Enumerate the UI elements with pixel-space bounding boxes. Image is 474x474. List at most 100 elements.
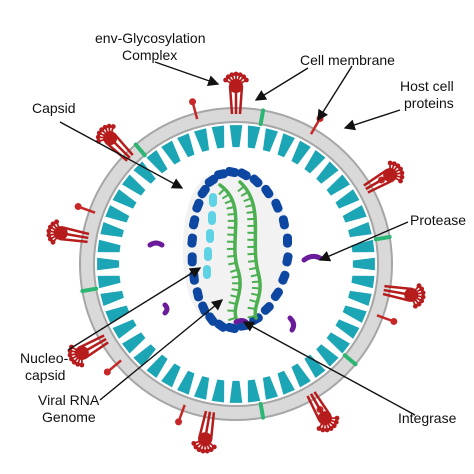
rna-base [245, 204, 254, 208]
host-protein-head [103, 368, 111, 376]
rna-base [249, 266, 258, 271]
matrix-protein [262, 376, 278, 400]
env-glycoprotein-spikes [46, 71, 426, 454]
rna-base [231, 288, 240, 292]
capsid-segment [270, 287, 283, 302]
matrix-protein [277, 370, 295, 395]
rna-base [250, 273, 259, 278]
rna-base [224, 199, 233, 205]
matrix-protein [291, 140, 311, 165]
rna-base [246, 210, 255, 214]
matrix-protein [211, 125, 225, 149]
matrix-protein [247, 125, 261, 149]
matrix-protein [342, 305, 367, 323]
matrix-protein [316, 161, 339, 184]
label-protease: Protease [410, 212, 467, 228]
matrix-protein [277, 133, 295, 158]
matrix-protein [161, 363, 181, 388]
matrix-protein [177, 133, 195, 158]
capsid-segment [278, 270, 290, 285]
nucleocapsid-protein [204, 247, 212, 261]
host-protein-green [258, 108, 266, 127]
matrix-protein [122, 174, 146, 196]
pointer-lines [59, 61, 416, 416]
matrix-protein [247, 379, 261, 403]
label-cell-membrane: Cell membrane [300, 52, 395, 68]
capsid-segment [214, 319, 228, 332]
matrix-protein [351, 239, 375, 253]
matrix-protein [304, 354, 326, 378]
rna-base [227, 254, 236, 258]
viral-rna-genome [218, 180, 262, 322]
capsid-segment [187, 233, 198, 248]
rna-base [227, 212, 236, 216]
matrix-protein [211, 379, 225, 403]
matrix-protein [177, 370, 195, 395]
label-env-glyco-1: env-Glycosylation [95, 30, 206, 46]
matrix-protein [161, 140, 181, 165]
capsid-segment [204, 174, 219, 188]
host-protein-green [373, 234, 392, 242]
rna-base [247, 259, 257, 263]
env-spike [363, 160, 405, 194]
host-protein-green [80, 286, 99, 294]
capsid-segment [260, 301, 274, 315]
matrix-protein [291, 363, 311, 388]
label-env-glyco-2: Complex [122, 47, 178, 63]
matrix-protein-ring [97, 125, 375, 403]
env-spike [95, 123, 134, 162]
label-integrase: Integrase [398, 410, 457, 426]
matrix-protein [316, 344, 339, 367]
rna-base [251, 292, 260, 297]
host-protein-head [74, 203, 82, 211]
capsid-segment [192, 287, 204, 302]
matrix-protein [351, 275, 375, 289]
matrix-protein [229, 380, 243, 403]
label-capsid: Capsid [32, 100, 76, 116]
matrix-protein [262, 128, 278, 152]
host-protein-head [189, 98, 197, 106]
rna-base [226, 206, 235, 210]
capsid-segment [249, 174, 263, 188]
rna-base [247, 314, 256, 319]
capsid-segment [237, 168, 251, 181]
matrix-protein [352, 257, 375, 271]
rna-base [230, 294, 239, 299]
matrix-protein [146, 354, 168, 378]
capsid-segment [192, 198, 204, 213]
matrix-protein [97, 257, 120, 271]
matrix-protein [105, 305, 130, 323]
matrix-protein [229, 125, 243, 148]
rna-base [251, 286, 261, 290]
nucleocapsid [203, 193, 217, 279]
nucleocapsid-protein [203, 265, 211, 279]
matrix-protein [342, 205, 367, 223]
capsid-segment [271, 198, 283, 213]
host-protein-green [258, 401, 266, 420]
capsid-segment [283, 233, 292, 248]
capsid-segment [261, 184, 274, 199]
env-spike [382, 283, 426, 309]
host-protein-head [390, 317, 398, 325]
matrix-protein [348, 222, 372, 238]
label-nucleo-1: Nucleo- [20, 350, 69, 366]
matrix-protein [112, 319, 137, 339]
matrix-protein [335, 319, 360, 339]
env-spike [67, 334, 109, 368]
matrix-protein [97, 239, 121, 253]
env-spike [46, 219, 90, 245]
rna-base [228, 301, 237, 305]
capsid-segment [224, 166, 240, 178]
matrix-protein [304, 150, 326, 174]
matrix-protein [194, 376, 210, 400]
capsid-segment [205, 312, 218, 326]
nucleocapsid-protein [209, 193, 217, 207]
label-viral-rna-2: Genome [42, 409, 96, 425]
matrix-protein [335, 189, 360, 209]
label-nucleo-2: capsid [25, 367, 66, 383]
matrix-protein [133, 161, 156, 184]
rna-base [243, 197, 252, 203]
matrix-protein [146, 150, 168, 174]
matrix-protein [97, 275, 121, 289]
